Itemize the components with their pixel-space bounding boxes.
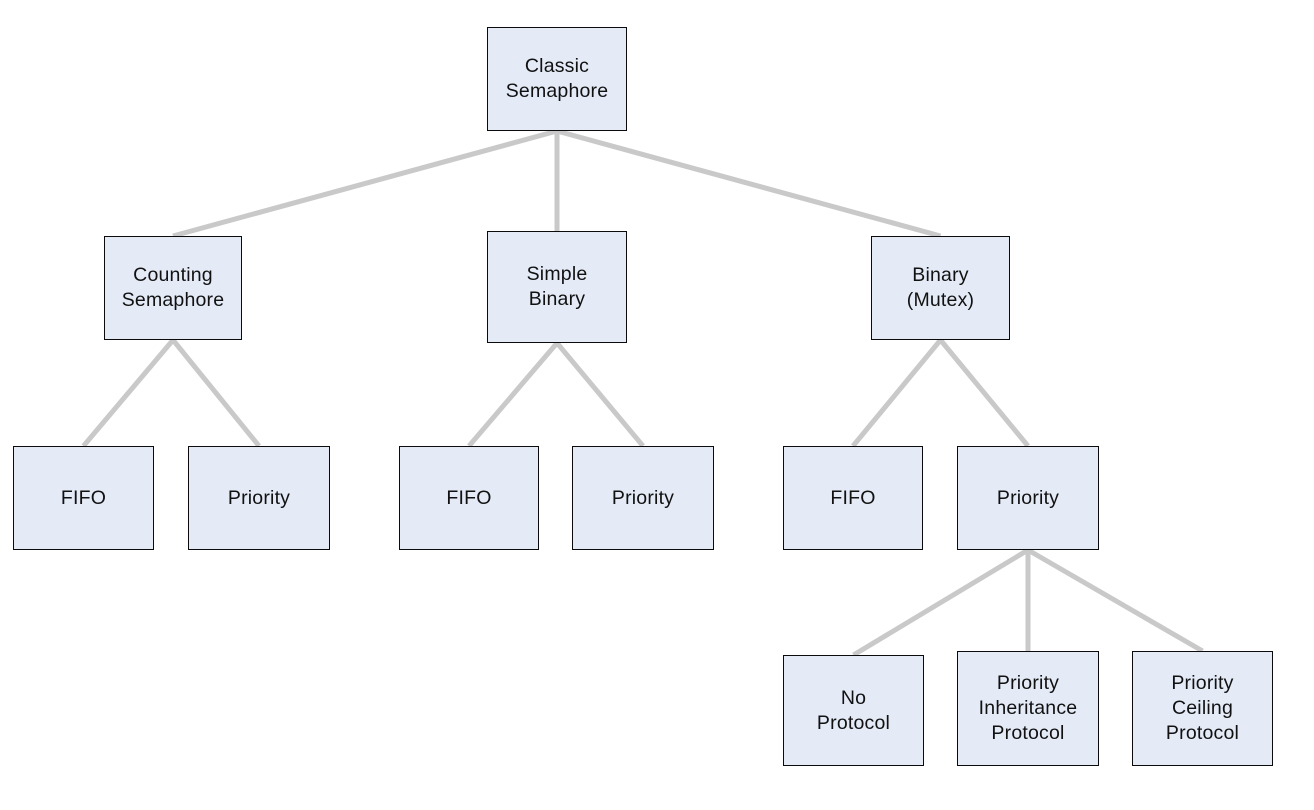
node-counting[interactable]: Counting Semaphore [104, 236, 242, 340]
node-no-proto[interactable]: No Protocol [783, 655, 924, 766]
edge-m-prio-to-pcp [1026, 547, 1204, 654]
node-simple[interactable]: Simple Binary [487, 231, 627, 343]
node-label-s-fifo: FIFO [446, 486, 492, 509]
node-label-c-fifo: FIFO [60, 486, 107, 509]
edge-counting-to-c-fifo [81, 338, 175, 448]
node-m-fifo[interactable]: FIFO [783, 446, 923, 550]
node-label-pip: Priority Inheritance Protocol [978, 672, 1078, 744]
node-label-pcp: Priority Ceiling Protocol [1165, 672, 1240, 744]
node-c-fifo[interactable]: FIFO [13, 446, 154, 550]
node-m-prio[interactable]: Priority [957, 446, 1099, 550]
edge-classic-to-counting [172, 128, 558, 239]
node-classic[interactable]: Classic Semaphore [487, 27, 627, 131]
node-label-simple: Simple Binary [526, 263, 588, 310]
edge-counting-to-c-prio [171, 338, 261, 448]
node-mutex[interactable]: Binary (Mutex) [871, 236, 1010, 340]
edge-classic-to-mutex [556, 128, 942, 239]
edge-mutex-to-m-prio [938, 338, 1030, 448]
node-label-m-prio: Priority [996, 486, 1060, 509]
node-label-no-proto: No Protocol [816, 686, 891, 734]
node-label-m-fifo: FIFO [830, 486, 876, 509]
node-c-prio[interactable]: Priority [188, 446, 330, 550]
edge-simple-to-s-prio [555, 341, 645, 448]
node-label-classic: Classic Semaphore [505, 55, 609, 102]
node-label-c-prio: Priority [227, 486, 291, 509]
edge-m-prio-to-no-proto [852, 547, 1030, 658]
node-label-s-prio: Priority [611, 486, 675, 509]
node-s-fifo[interactable]: FIFO [399, 446, 539, 550]
edge-simple-to-s-fifo [467, 341, 559, 448]
node-s-prio[interactable]: Priority [572, 446, 714, 550]
node-label-counting: Counting Semaphore [121, 264, 225, 311]
node-pcp[interactable]: Priority Ceiling Protocol [1132, 651, 1273, 766]
node-pip[interactable]: Priority Inheritance Protocol [957, 651, 1099, 766]
node-label-mutex: Binary (Mutex) [906, 264, 975, 311]
edge-mutex-to-m-fifo [851, 338, 943, 448]
